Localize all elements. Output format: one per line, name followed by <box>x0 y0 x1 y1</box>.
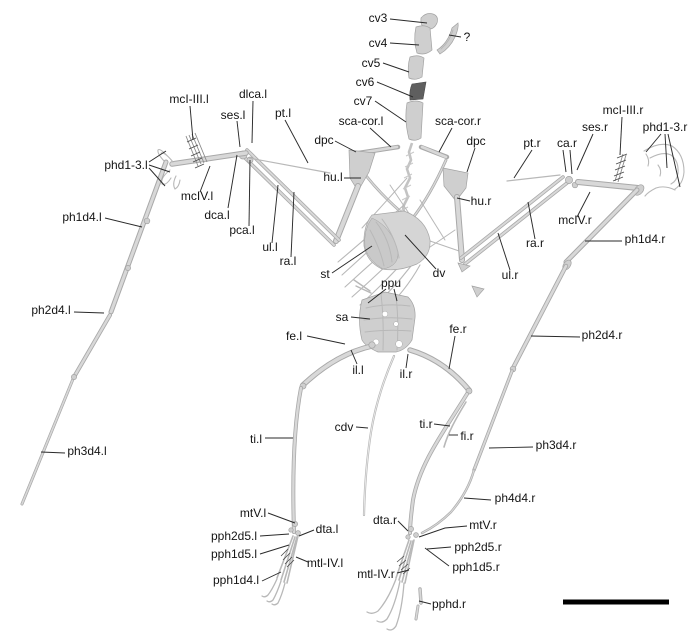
svg-text:sca-cor.l: sca-cor.l <box>339 114 384 128</box>
svg-text:pt.r: pt.r <box>523 136 540 150</box>
svg-text:dta.r: dta.r <box>373 513 397 527</box>
svg-text:pph2d5.r: pph2d5.r <box>454 540 501 554</box>
svg-text:phd1-3.l: phd1-3.l <box>104 158 147 172</box>
svg-text:mcIV.l: mcIV.l <box>181 189 213 203</box>
svg-text:ph3d4.l: ph3d4.l <box>67 444 106 458</box>
svg-text:cv5: cv5 <box>362 56 381 70</box>
svg-text:mcIV.r: mcIV.r <box>558 213 592 227</box>
svg-text:mtV.l: mtV.l <box>240 506 266 520</box>
svg-text:cv6: cv6 <box>356 75 375 89</box>
svg-text:dpc: dpc <box>314 133 333 147</box>
svg-text:ph4d4.r: ph4d4.r <box>495 491 536 505</box>
svg-text:ppu: ppu <box>381 276 401 290</box>
svg-text:fi.r: fi.r <box>460 429 473 443</box>
svg-text:ses.l: ses.l <box>221 108 246 122</box>
svg-text:ra.l: ra.l <box>280 254 297 268</box>
svg-text:ca.r: ca.r <box>557 136 577 150</box>
svg-text:ul.r: ul.r <box>502 268 519 282</box>
svg-text:ph2d4.l: ph2d4.l <box>31 303 70 317</box>
svg-text:dv: dv <box>433 266 446 280</box>
svg-text:cv4: cv4 <box>369 36 388 50</box>
svg-text:hu.l: hu.l <box>323 170 342 184</box>
svg-text:hu.r: hu.r <box>471 194 492 208</box>
svg-text:pph2d5.l: pph2d5.l <box>211 529 257 543</box>
svg-text:cv7: cv7 <box>354 94 373 108</box>
svg-text:ul.l: ul.l <box>262 240 277 254</box>
svg-text:ra.r: ra.r <box>526 236 544 250</box>
svg-text:st: st <box>320 267 330 281</box>
svg-text:cdv: cdv <box>335 420 354 434</box>
svg-text:mcI-III.r: mcI-III.r <box>603 103 644 117</box>
svg-text:cv3: cv3 <box>369 11 388 25</box>
svg-text:il.l: il.l <box>352 363 363 377</box>
svg-text:ti.l: ti.l <box>250 432 262 446</box>
svg-text:mtV.r: mtV.r <box>469 518 497 532</box>
svg-text:phd1-3.r: phd1-3.r <box>643 120 688 134</box>
svg-text:mcI-III.l: mcI-III.l <box>169 92 208 106</box>
svg-text:pph1d4.l: pph1d4.l <box>213 573 259 587</box>
svg-text:pca.l: pca.l <box>229 223 254 237</box>
svg-text:ph2d4.r: ph2d4.r <box>582 328 623 342</box>
svg-text:mtl-IV.r: mtl-IV.r <box>357 567 395 581</box>
svg-text:fe.l: fe.l <box>286 329 302 343</box>
svg-text:dlca.l: dlca.l <box>239 87 267 101</box>
svg-text:pph1d5.r: pph1d5.r <box>452 560 499 574</box>
svg-text:?: ? <box>464 30 471 44</box>
svg-text:sa: sa <box>336 310 349 324</box>
svg-text:pphd.r: pphd.r <box>432 597 466 611</box>
svg-text:il.r: il.r <box>400 367 413 381</box>
svg-text:sca-cor.r: sca-cor.r <box>435 114 481 128</box>
svg-text:dpc: dpc <box>466 134 485 148</box>
svg-text:fe.r: fe.r <box>449 322 466 336</box>
svg-text:dca.l: dca.l <box>204 208 229 222</box>
svg-text:ti.r: ti.r <box>419 417 432 431</box>
svg-text:mtl-IV.l: mtl-IV.l <box>307 556 343 570</box>
svg-text:pph1d5.l: pph1d5.l <box>211 547 257 561</box>
svg-text:ses.r: ses.r <box>582 120 608 134</box>
svg-text:ph1d4.l: ph1d4.l <box>62 210 101 224</box>
svg-text:ph3d4.r: ph3d4.r <box>536 438 577 452</box>
svg-text:dta.l: dta.l <box>316 522 339 536</box>
svg-text:ph1d4.r: ph1d4.r <box>625 232 666 246</box>
svg-text:pt.l: pt.l <box>275 106 291 120</box>
